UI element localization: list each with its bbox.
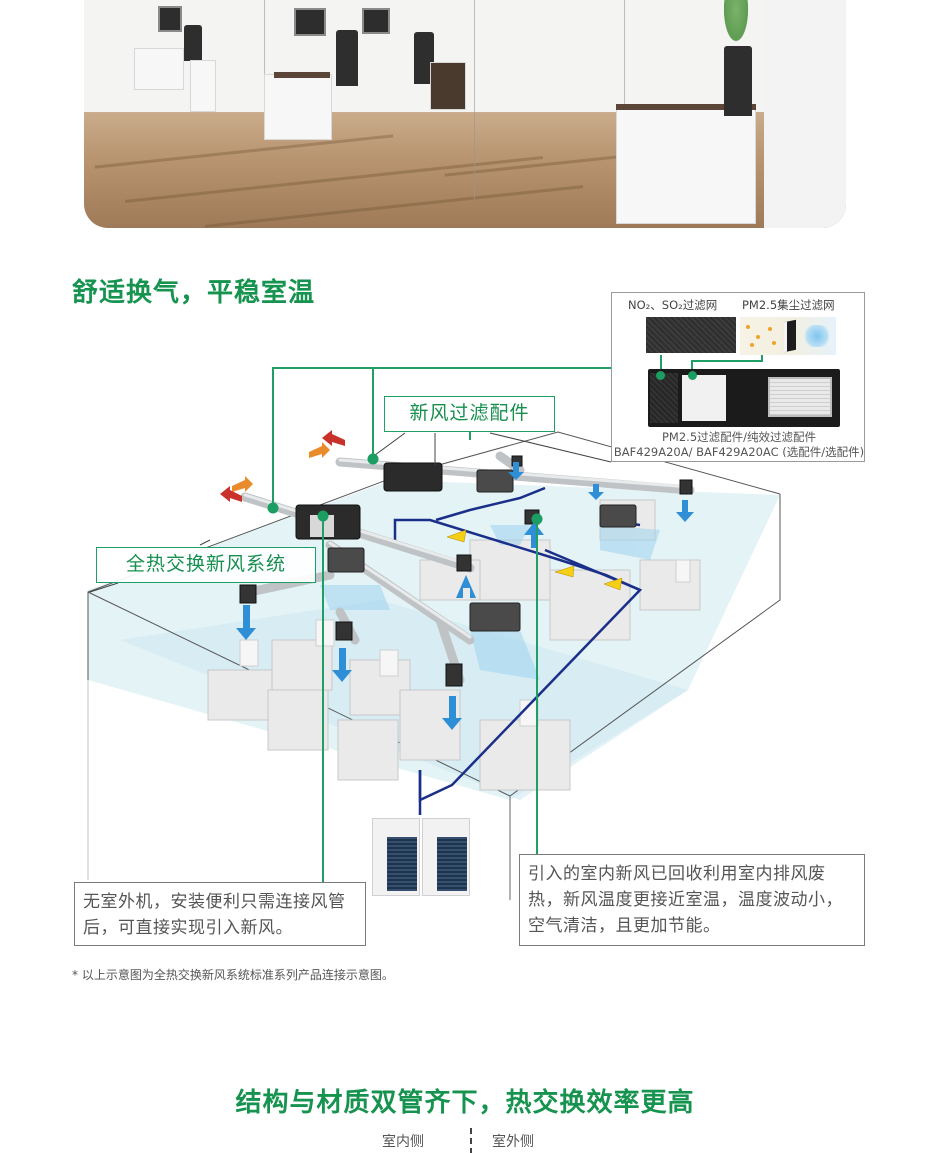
filter-accessory-inset: NO₂、SO₂过滤网 PM2.5集尘过滤网 PM2.5过滤配件/纯效过滤配件 B… xyxy=(611,292,865,462)
outdoor-side-label: 室外侧 xyxy=(492,1134,534,1150)
reception-desk xyxy=(616,106,756,224)
inset-connector-lines xyxy=(660,355,763,375)
outdoor-unit xyxy=(372,818,472,898)
desk xyxy=(264,74,332,140)
office-chair xyxy=(184,25,202,61)
desktop-surface xyxy=(616,104,756,110)
pm25-filter-illustration xyxy=(740,317,836,355)
glass-partition xyxy=(474,0,475,200)
outdoor-unit-module xyxy=(372,818,420,896)
filter-box-unit xyxy=(648,369,840,427)
indoor-outdoor-divider xyxy=(470,1128,472,1153)
connector-dot xyxy=(656,371,665,380)
indoor-side-label: 室内侧 xyxy=(382,1134,424,1150)
carbon-filter-swatch xyxy=(646,317,736,353)
caption-no2-so2-filter: NO₂、SO₂过滤网 xyxy=(628,298,718,312)
connector-dot xyxy=(688,371,697,380)
diagram-footnote: * 以上示意图为全热交换新风系统标准系列产品连接示意图。 xyxy=(72,968,394,982)
label-total-heat-exchange-system: 全热交换新风系统 xyxy=(96,547,316,583)
callout-heat-recovery: 引入的室内新风已回收利用室内排风废热，新风温度更接近室温，温度波动小，空气清洁，… xyxy=(519,854,865,946)
product-name: PM2.5过滤配件/纯效过滤配件 xyxy=(661,430,817,444)
desk xyxy=(190,60,216,112)
drawer-cabinet xyxy=(430,62,466,110)
plant xyxy=(722,0,750,46)
floor-texture xyxy=(204,185,584,228)
floor-texture xyxy=(94,134,394,169)
label-fresh-air-filter-accessory: 新风过滤配件 xyxy=(384,396,555,432)
office-chair xyxy=(336,30,358,86)
office-chair xyxy=(724,46,752,116)
monitor xyxy=(158,6,182,32)
hero-office-photo xyxy=(84,0,846,228)
monitor xyxy=(294,8,326,36)
section-title-comfort: 舒适换气，平稳室温 xyxy=(72,278,316,308)
white-wall-panel xyxy=(764,0,846,228)
desktop-surface xyxy=(274,72,330,78)
caption-pm25-filter: PM2.5集尘过滤网 xyxy=(742,298,835,312)
glass-partition xyxy=(264,0,265,140)
outdoor-unit-module xyxy=(422,818,470,896)
callout-no-outdoor-unit: 无室外机，安装便利只需连接风管后，可直接实现引入新风。 xyxy=(74,882,366,946)
product-model: BAF429A20A/ BAF429A20AC (选配件/选配件) xyxy=(613,445,865,459)
desk xyxy=(134,48,184,90)
section-title-heat-exchange-efficiency: 结构与材质双管齐下，热交换效率更高 xyxy=(235,1088,695,1118)
monitor xyxy=(362,8,390,34)
office-chair xyxy=(414,32,434,84)
